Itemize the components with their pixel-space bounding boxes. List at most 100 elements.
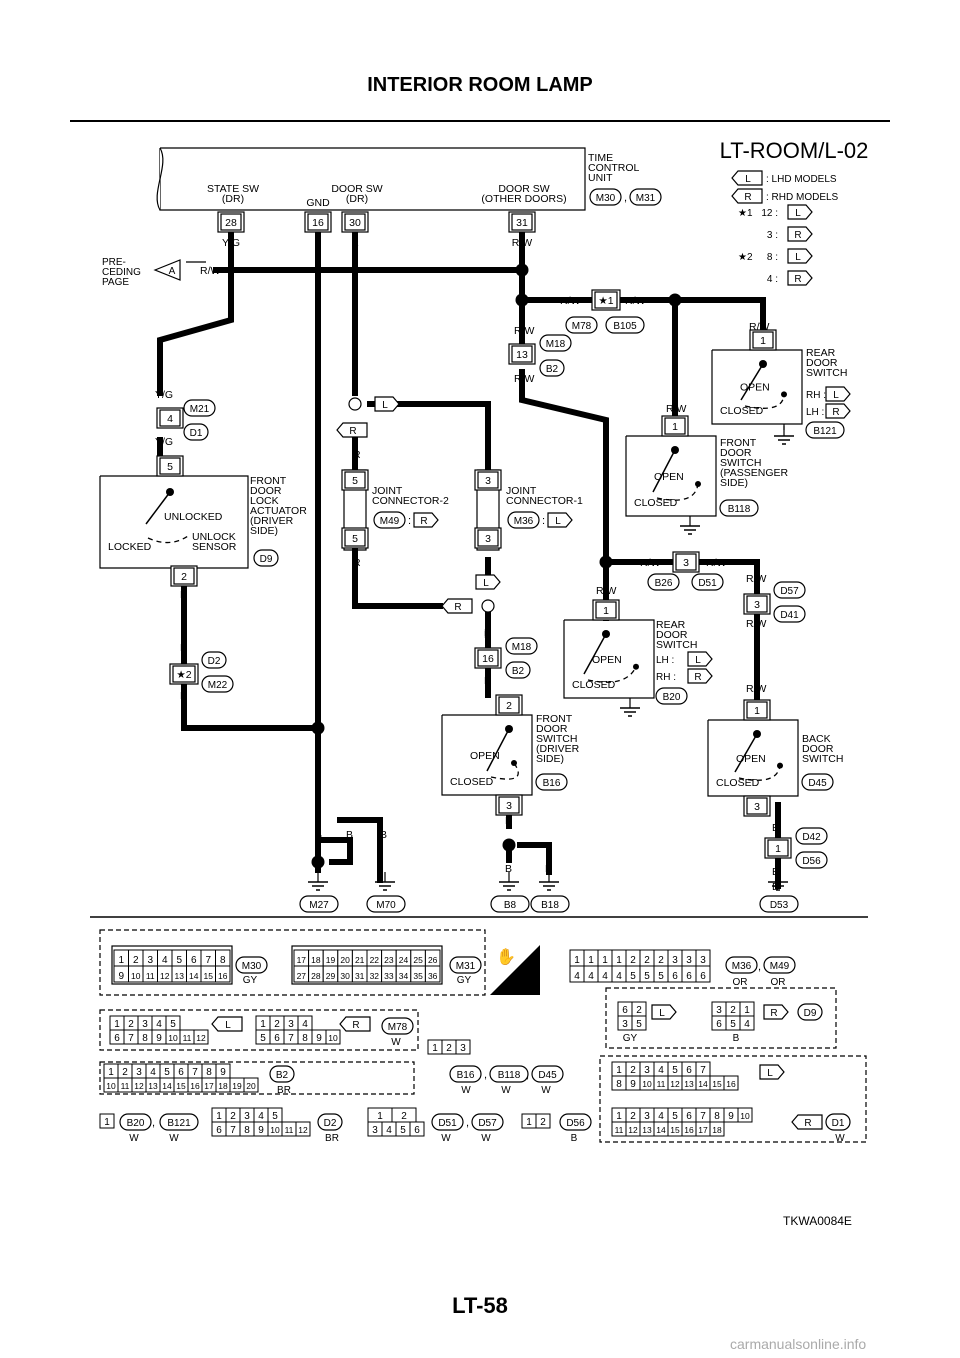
wire-tag-l2 <box>475 574 501 590</box>
cavity-number: 2 <box>636 1005 642 1016</box>
wire-tag-r2 <box>441 598 473 614</box>
switch-travel <box>587 666 637 683</box>
model-tag-text: R <box>804 1118 811 1129</box>
cavity-number: 3 <box>460 1043 466 1054</box>
lock-actuator-name: DOOR <box>250 485 282 497</box>
label-m49-text: M49 <box>770 961 790 972</box>
pin-box <box>767 839 789 857</box>
cavity-number: 4 <box>658 1111 664 1122</box>
reference-code: TKWA0084E <box>783 1214 852 1228</box>
legend-num: 3 : <box>767 230 778 241</box>
cavity-number: 34 <box>399 971 409 981</box>
pin-box <box>477 471 499 489</box>
cavity-number: 9 <box>156 1033 162 1044</box>
pin-number: 2 <box>181 571 187 583</box>
rear-door-switch-mid-name: DOOR <box>656 629 688 641</box>
legend-model-tag <box>787 226 813 242</box>
conn-b16 <box>535 773 568 791</box>
wire-label: R/W <box>625 295 646 307</box>
wire <box>367 401 491 473</box>
m78-tag-r <box>339 1016 371 1032</box>
pin-box <box>344 213 366 231</box>
cavity-number: 15 <box>712 1079 722 1089</box>
wire-label: B <box>505 863 512 875</box>
conn-d2 <box>201 651 227 669</box>
cavity-number: 5 <box>672 1065 678 1076</box>
d1-tag-l <box>791 1114 823 1130</box>
cavity-number: 7 <box>700 1111 706 1122</box>
label-d9-text: D9 <box>804 1008 817 1019</box>
cavity-number: 1 <box>744 1005 750 1016</box>
wire-label: R/W <box>514 325 535 337</box>
input-label-door-sw-dr: DOOR SW <box>331 183 382 195</box>
cavity-number: 7 <box>192 1067 198 1078</box>
cavity-number: 2 <box>630 1111 636 1122</box>
lock-actuator-name: SIDE) <box>250 525 278 537</box>
rear-top-lh-tag <box>825 403 851 419</box>
ground-label-m27-text: M27 <box>309 900 329 911</box>
cavity-number: 8 <box>244 1125 250 1136</box>
model-tag-text: L <box>833 390 839 401</box>
cavity-number: 5 <box>730 1019 736 1030</box>
control-unit-name: CONTROL <box>588 162 639 174</box>
d9-cavity <box>631 1015 647 1031</box>
pin-box <box>594 291 618 309</box>
legend-model-tag <box>787 248 813 264</box>
legend-num: 4 : <box>767 274 778 285</box>
cavity-number: 15 <box>176 1081 186 1091</box>
m78-cavity <box>193 1029 209 1045</box>
lock-actuator-name: ACTUATOR <box>250 505 307 517</box>
cavity-number: 11 <box>285 1125 294 1135</box>
label-m36-text: M36 <box>732 961 752 972</box>
ground-label-m27 <box>299 895 339 913</box>
cavity-number: 6 <box>686 1111 692 1122</box>
wire-label: B <box>180 690 187 702</box>
wire-color: W <box>129 1133 139 1144</box>
legend-tag-l <box>731 170 763 186</box>
cavity-number: 7 <box>230 1125 236 1136</box>
legend-text: : RHD MODELS <box>766 192 839 203</box>
model-tag-text: R <box>454 602 461 613</box>
view-m78 <box>99 1009 419 1051</box>
wire-color: W <box>501 1085 511 1096</box>
cavity-number: 12 <box>670 1079 680 1089</box>
control-unit-name: TIME <box>588 152 613 164</box>
back-door-switch-name: SWITCH <box>802 753 843 765</box>
wire-color: OR <box>733 977 748 988</box>
label-d51 <box>431 1113 464 1131</box>
conn-m18 <box>539 334 572 352</box>
switch-contact <box>511 760 517 766</box>
cavity-number: 6 <box>178 1067 184 1078</box>
cavity-number: 4 <box>744 1019 750 1030</box>
cavity-number: 11 <box>183 1033 192 1043</box>
cavity-number: 9 <box>118 971 124 982</box>
cavity-number: 7 <box>128 1033 134 1044</box>
cavity-number: 6 <box>686 971 692 982</box>
conn-m22 <box>201 675 234 693</box>
wire-color: W <box>835 1133 845 1144</box>
d1-tag-u <box>759 1064 785 1080</box>
d56-cavity <box>535 1113 551 1129</box>
wire-tag-r <box>336 422 368 438</box>
conn-m49 <box>373 511 406 529</box>
wire-label: B <box>315 829 322 841</box>
watermark: carmanualsonline.info <box>730 1336 867 1352</box>
cavity-number: 4 <box>616 971 622 982</box>
jc1-model <box>547 512 573 528</box>
conn-d57-text: D57 <box>780 586 799 597</box>
ground-label-m70-text: M70 <box>376 900 396 911</box>
label-d9 <box>797 1003 823 1021</box>
d1-cavity <box>709 1121 725 1137</box>
lock-actuator-name: (DRIVER <box>250 515 294 527</box>
pin-number: ★1 <box>598 295 613 307</box>
front-door-switch-pass-name: SIDE) <box>720 477 748 489</box>
conn-d41-text: D41 <box>780 610 799 621</box>
label-d57-text: D57 <box>478 1118 497 1129</box>
cavity-number: 1 <box>118 955 124 966</box>
junction-dot <box>599 555 613 569</box>
wire-label: Y/G <box>155 389 173 401</box>
pin-box <box>752 331 774 349</box>
conn-d41 <box>773 605 806 623</box>
wire <box>603 559 760 601</box>
switch-travel <box>656 483 699 501</box>
